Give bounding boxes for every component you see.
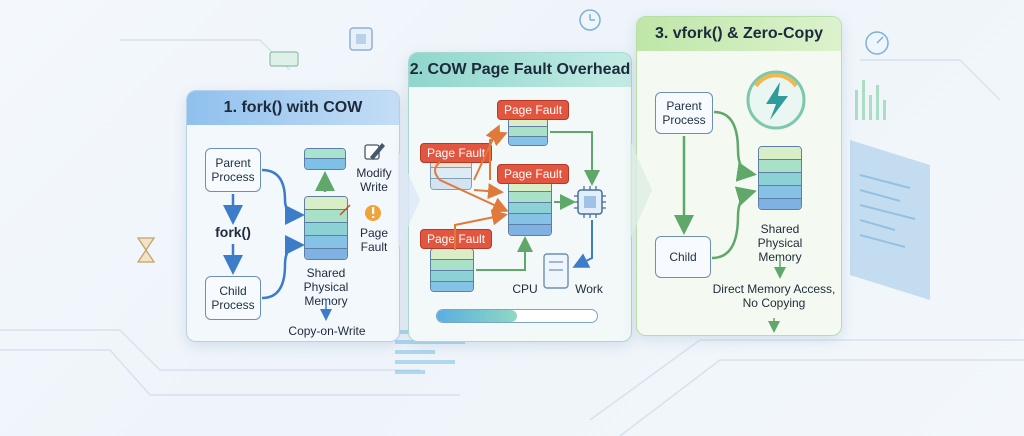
chip-icon: [269, 51, 299, 67]
cpu-label: CPU: [512, 282, 538, 296]
gauge-icon: [865, 31, 889, 55]
panel-title: 3. vfork() & Zero-Copy: [637, 17, 841, 51]
page-fault-label: Page Fault: [359, 226, 389, 254]
hourglass-icon: [136, 237, 156, 263]
panel-title: 2. COW Page Fault Overhead: [409, 53, 631, 87]
vfork-parent-node: Parent Process: [655, 92, 713, 134]
page-fault-badge: Page Fault: [497, 100, 570, 120]
page-fault-badge: Page Fault: [420, 143, 493, 163]
clock-icon: [579, 9, 601, 31]
shared-memory-stack: [304, 196, 348, 260]
vfork-panel: 3. vfork() & Zero-Copy: [636, 16, 842, 336]
chip-icon: [349, 27, 373, 51]
shared-memory-label: Shared Physical Memory: [303, 266, 349, 308]
vfork-shared-memory-stack: [758, 146, 802, 210]
child-process-node: Child Process: [205, 276, 261, 320]
fork-call-label: fork(): [215, 224, 251, 240]
work-label: Work: [575, 282, 603, 296]
parent-process-node: Parent Process: [205, 148, 261, 192]
modify-write-label: Modify Write: [356, 166, 392, 194]
direct-access-label: Direct Memory Access, No Copying: [712, 282, 836, 310]
page-fault-badge: Page Fault: [497, 164, 570, 184]
progress-fill: [437, 310, 517, 322]
progress-bar: [436, 309, 598, 323]
panel-title: 1. fork() with COW: [187, 91, 399, 125]
faulted-page-bottom: [430, 248, 474, 292]
vfork-child-node: Child: [655, 236, 711, 278]
modified-page: [304, 148, 346, 170]
page-fault-badge: Page Fault: [420, 229, 493, 249]
copy-on-write-label: Copy-on-Write: [288, 324, 366, 338]
vfork-shared-memory-label: Shared Physical Memory: [757, 222, 803, 264]
